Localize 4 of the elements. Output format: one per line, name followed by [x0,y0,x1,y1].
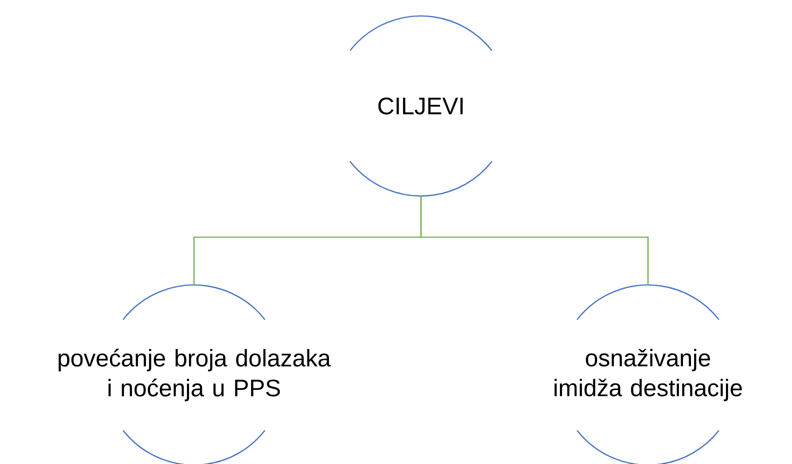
circle-node: povećanje broja dolazaka i noćenja u PPS [58,284,331,464]
circle-node: osnaživanje imidža destinacije [554,284,742,464]
circle-node: CILJEVI [350,15,492,197]
connector-line [420,196,649,285]
